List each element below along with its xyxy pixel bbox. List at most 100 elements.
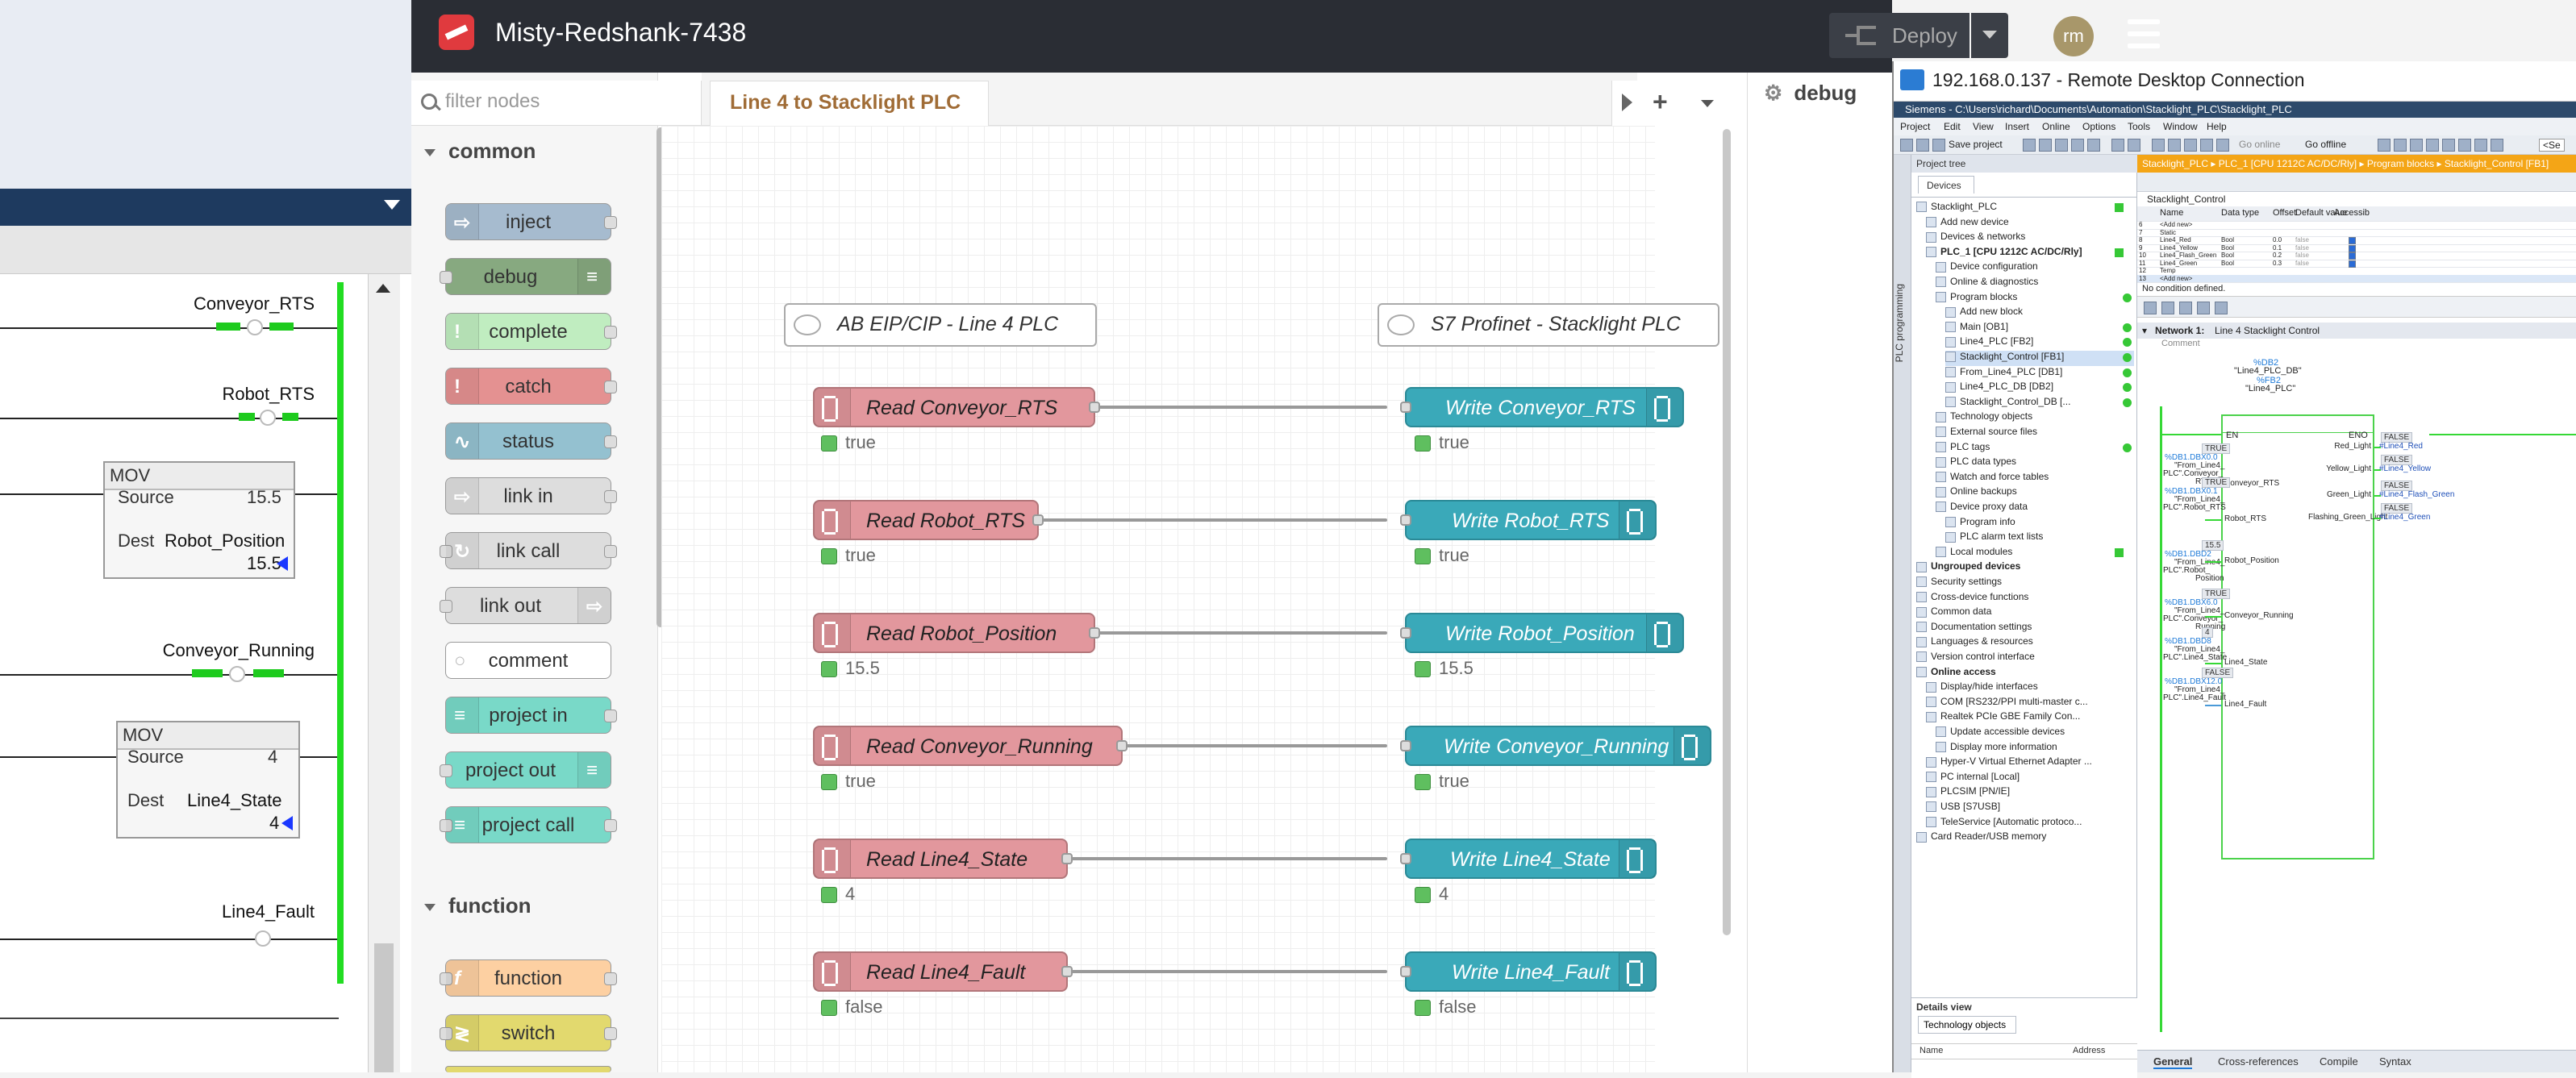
write-node-conveyor-running[interactable]: Write Conveyor_Running xyxy=(1400,726,1711,766)
menu-view[interactable]: View xyxy=(1973,121,1994,132)
tree-item[interactable]: PLCSIM [PN/IE] xyxy=(1926,785,2134,801)
tree-item[interactable]: PLC data types xyxy=(1936,456,2134,471)
tree-item[interactable]: Add new device xyxy=(1926,216,2134,231)
workspace-scrollbar[interactable] xyxy=(1723,129,1731,935)
stop-cpu-icon[interactable] xyxy=(2410,139,2423,152)
tree-item[interactable]: From_Line4_PLC [DB1] xyxy=(1945,366,2134,381)
print-icon[interactable] xyxy=(2023,139,2036,152)
tree-item[interactable]: External source files xyxy=(1936,426,2134,441)
cross-reference-icon[interactable] xyxy=(2426,139,2439,152)
compare-icon[interactable] xyxy=(2216,139,2229,152)
read-node-line4-state[interactable]: Read Line4_State xyxy=(813,839,1073,879)
palette-node-link-out[interactable]: link out⇨ xyxy=(440,587,611,624)
tree-item[interactable]: Update accessible devices xyxy=(1936,726,2134,741)
tree-item[interactable]: Online & diagnostics xyxy=(1936,276,2134,291)
tree-item[interactable]: Ungrouped devices xyxy=(1916,560,2134,576)
chevron-down-icon[interactable] xyxy=(384,200,400,210)
tree-item[interactable]: Device proxy data xyxy=(1936,501,2134,516)
ladder-scrollbar[interactable] xyxy=(368,274,400,1072)
output-port[interactable] xyxy=(1089,402,1100,413)
tree-item[interactable]: USB [S7USB] xyxy=(1926,801,2134,816)
accessible-checkbox[interactable] xyxy=(2349,244,2356,252)
deploy-button[interactable]: Deploy xyxy=(1829,13,2008,58)
input-port[interactable] xyxy=(1400,627,1411,639)
palette-node-inject[interactable]: ⇨inject xyxy=(445,203,617,240)
tree-item[interactable]: Online backups xyxy=(1936,485,2134,501)
tree-item[interactable]: Stacklight_Control [FB1] xyxy=(1945,351,2134,366)
network-header[interactable]: ▾ Network 1: Line 4 Stacklight Control xyxy=(2137,323,2576,339)
split-editor-icon[interactable] xyxy=(2458,139,2471,152)
read-node-line4-fault[interactable]: Read Line4_Fault xyxy=(813,951,1073,992)
tree-item[interactable]: Languages & resources xyxy=(1916,635,2134,651)
read-node-robot-rts[interactable]: Read Robot_RTS xyxy=(813,500,1044,540)
filter-nodes-input[interactable]: filter nodes xyxy=(411,81,702,126)
box-icon[interactable] xyxy=(2179,302,2192,314)
comment-node-right[interactable]: S7 Profinet - Stacklight PLC xyxy=(1378,303,1719,347)
tree-item[interactable]: Devices & networks xyxy=(1926,231,2134,246)
copy-icon[interactable] xyxy=(2055,139,2068,152)
tab-general[interactable]: General xyxy=(2153,1055,2193,1069)
go-offline-button[interactable]: Go offline xyxy=(2305,139,2347,150)
input-port[interactable] xyxy=(1400,853,1411,864)
tree-item[interactable]: Watch and force tables xyxy=(1936,471,2134,486)
add-flow-icon[interactable]: + xyxy=(1653,87,1668,116)
palette-node-project-call[interactable]: ≡project call xyxy=(440,806,617,843)
tab-technology-objects[interactable]: Technology objects xyxy=(1918,1016,2016,1034)
palette-node-debug[interactable]: debug≡ xyxy=(440,258,611,295)
tree-item[interactable]: Documentation settings xyxy=(1916,621,2134,636)
palette-node-link-call[interactable]: ↻link call xyxy=(440,532,617,569)
tab-compile[interactable]: Compile xyxy=(2320,1055,2358,1068)
tree-item[interactable]: Program info xyxy=(1945,516,2134,531)
portal-vertical-tab[interactable]: PLC programming xyxy=(1894,155,1911,1072)
palette-node-catch[interactable]: !catch xyxy=(445,368,617,405)
wire[interactable] xyxy=(1066,970,1387,973)
tree-item[interactable]: Line4_PLC_DB [DB2] xyxy=(1945,381,2134,396)
palette-node-status[interactable]: ∿status xyxy=(445,422,617,460)
menu-insert[interactable]: Insert xyxy=(2005,121,2030,132)
tree-item[interactable]: PC internal [Local] xyxy=(1926,771,2134,786)
tree-item[interactable]: Hyper-V Virtual Ethernet Adapter ... xyxy=(1926,755,2134,771)
output-port[interactable] xyxy=(1032,514,1044,526)
read-node-conveyor-running[interactable]: Read Conveyor_Running xyxy=(813,726,1128,766)
menu-options[interactable]: Options xyxy=(2082,121,2116,132)
contact-conveyor-running[interactable] xyxy=(192,666,284,682)
tree-item[interactable]: Security settings xyxy=(1916,576,2134,591)
input-port[interactable] xyxy=(1400,966,1411,977)
tree-item[interactable]: Online access xyxy=(1916,666,2134,681)
palette-scrollbar[interactable] xyxy=(657,127,665,627)
wire[interactable] xyxy=(1094,631,1387,635)
scroll-up-icon[interactable] xyxy=(376,284,390,293)
deploy-options-button[interactable] xyxy=(1971,13,2008,58)
tree-item[interactable]: Realtek PCIe GBE Family Con... xyxy=(1926,710,2134,726)
palette-node-link-in[interactable]: ⇨link in xyxy=(445,477,617,514)
tree-item[interactable]: PLC alarm text lists xyxy=(1945,531,2134,546)
wire[interactable] xyxy=(1037,518,1387,522)
tree-item[interactable]: Version control interface xyxy=(1916,651,2134,666)
write-node-line4-fault[interactable]: Write Line4_Fault xyxy=(1400,951,1657,992)
search-input[interactable]: <Se xyxy=(2539,139,2565,152)
menu-window[interactable]: Window xyxy=(2163,121,2198,132)
tree-item[interactable]: Stacklight_Control_DB [... xyxy=(1945,396,2134,411)
input-port[interactable] xyxy=(1400,402,1411,413)
tree-item[interactable]: Main [OB1] xyxy=(1945,321,2134,336)
open-project-icon[interactable] xyxy=(1916,139,1929,152)
read-node-conveyor-rts[interactable]: Read Conveyor_RTS xyxy=(813,387,1100,427)
tree-item[interactable]: Device configuration xyxy=(1936,260,2134,276)
menu-edit[interactable]: Edit xyxy=(1944,121,1961,132)
tree-item[interactable]: Add new block xyxy=(1945,306,2134,321)
menu-help[interactable]: Help xyxy=(2207,121,2227,132)
menu-online[interactable]: Online xyxy=(2042,121,2070,132)
window-icon[interactable] xyxy=(2491,139,2503,152)
read-node-robot-position[interactable]: Read Robot_Position xyxy=(813,613,1100,653)
split-editor-icon[interactable] xyxy=(2442,139,2455,152)
tab-cross-references[interactable]: Cross-references xyxy=(2218,1055,2299,1068)
tree-item[interactable]: Display more information xyxy=(1936,741,2134,756)
interface-row[interactable]: 6<Add new> xyxy=(2137,221,2576,230)
tab-syntax[interactable]: Syntax xyxy=(2379,1055,2411,1068)
output-port[interactable] xyxy=(1116,740,1128,751)
